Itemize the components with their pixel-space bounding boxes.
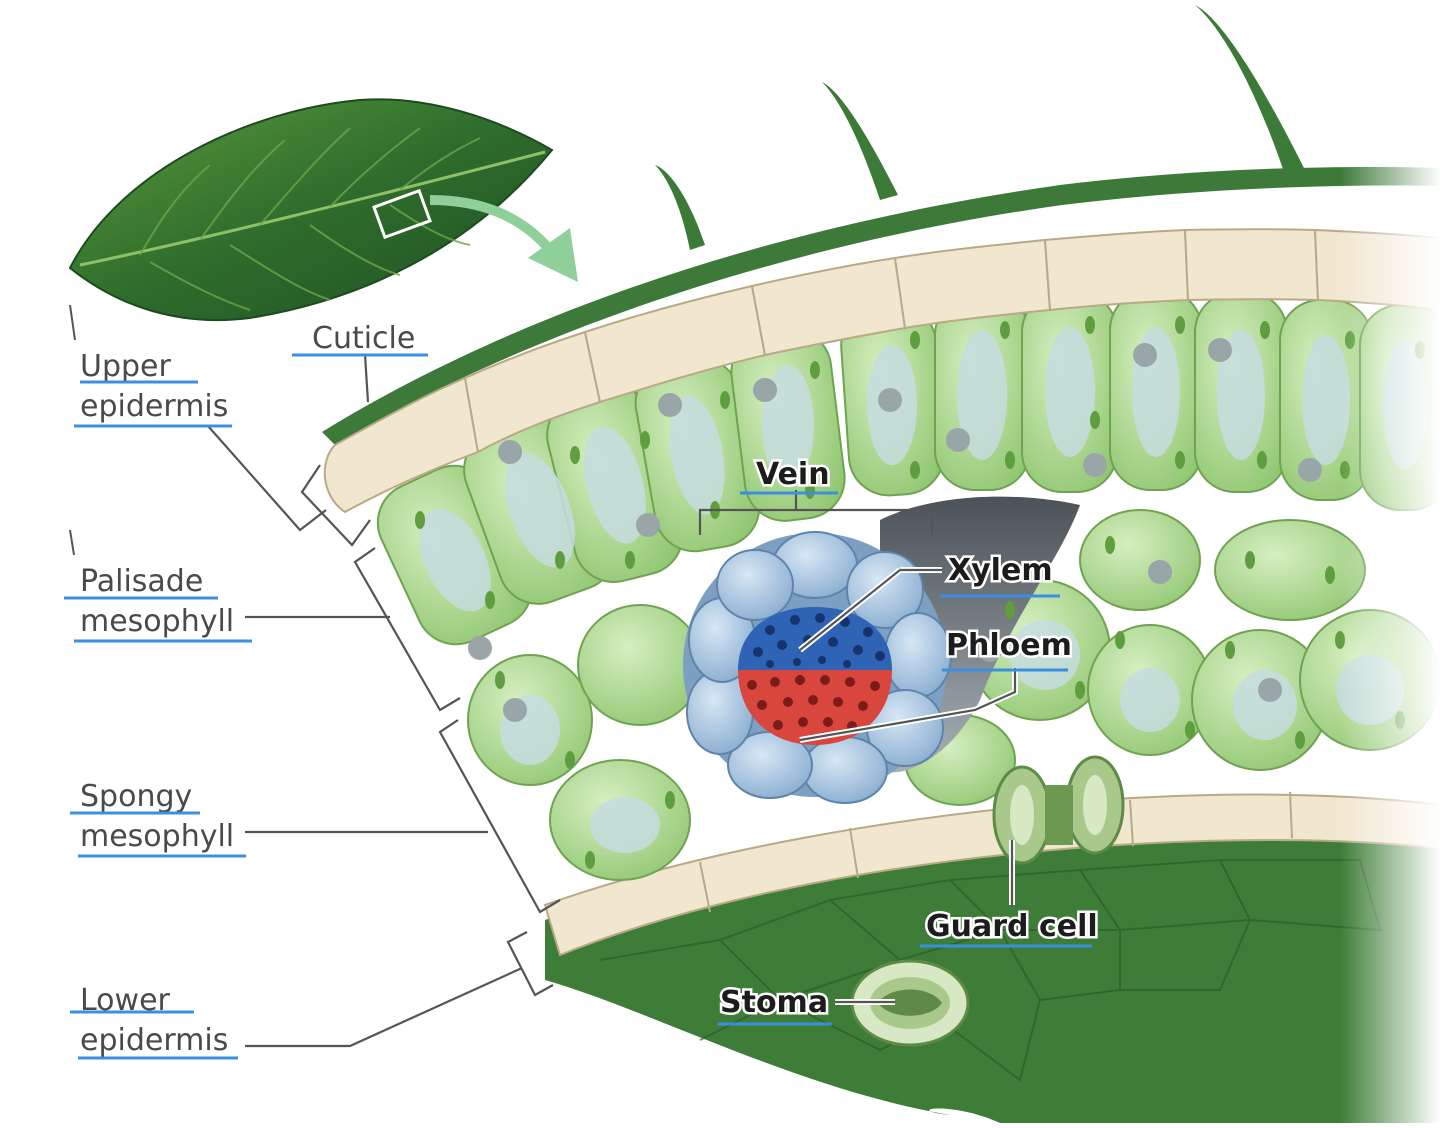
cuticle-layer [322, 166, 1440, 445]
label-stoma: Stoma [720, 985, 828, 1020]
trichomes [655, 5, 1305, 250]
edge-ticks [69, 304, 76, 556]
selection-box [372, 188, 432, 240]
phloem-pores [747, 675, 880, 731]
lower-epidermis-band [543, 793, 1440, 957]
labels: Cuticle Upper epidermis Palisade mesophy… [64, 321, 1100, 1060]
xylem-pores [753, 613, 885, 668]
label-guard-cell: Guard cell [926, 909, 1098, 944]
label-spongy-mesophyll-line2: mesophyll [80, 819, 234, 854]
label-lower-epidermis-line2: epidermis [80, 1023, 228, 1058]
label-cuticle: Cuticle [312, 321, 415, 356]
nuclei [468, 338, 1322, 722]
guard-cells [992, 755, 1125, 865]
stoma [850, 959, 970, 1047]
leaf-illustration [68, 98, 554, 322]
zoom-arrow [429, 195, 578, 282]
leader-lines [207, 354, 1018, 1048]
label-phloem: Phloem [946, 628, 1072, 663]
label-upper-epidermis-line1: Upper [80, 349, 172, 384]
cross-section [322, 5, 1440, 1123]
label-palisade-mesophyll-line1: Palisade [80, 564, 203, 599]
lower-epidermis-walls [699, 791, 1293, 913]
upper-epidermis-cells [323, 228, 1440, 514]
label-upper-epidermis-line2: epidermis [80, 389, 228, 424]
label-vein: Vein [756, 457, 830, 492]
label-palisade-mesophyll-line2: mesophyll [80, 604, 234, 639]
label-spongy-mesophyll-line1: Spongy [80, 779, 192, 814]
label-xylem: Xylem [948, 553, 1053, 588]
